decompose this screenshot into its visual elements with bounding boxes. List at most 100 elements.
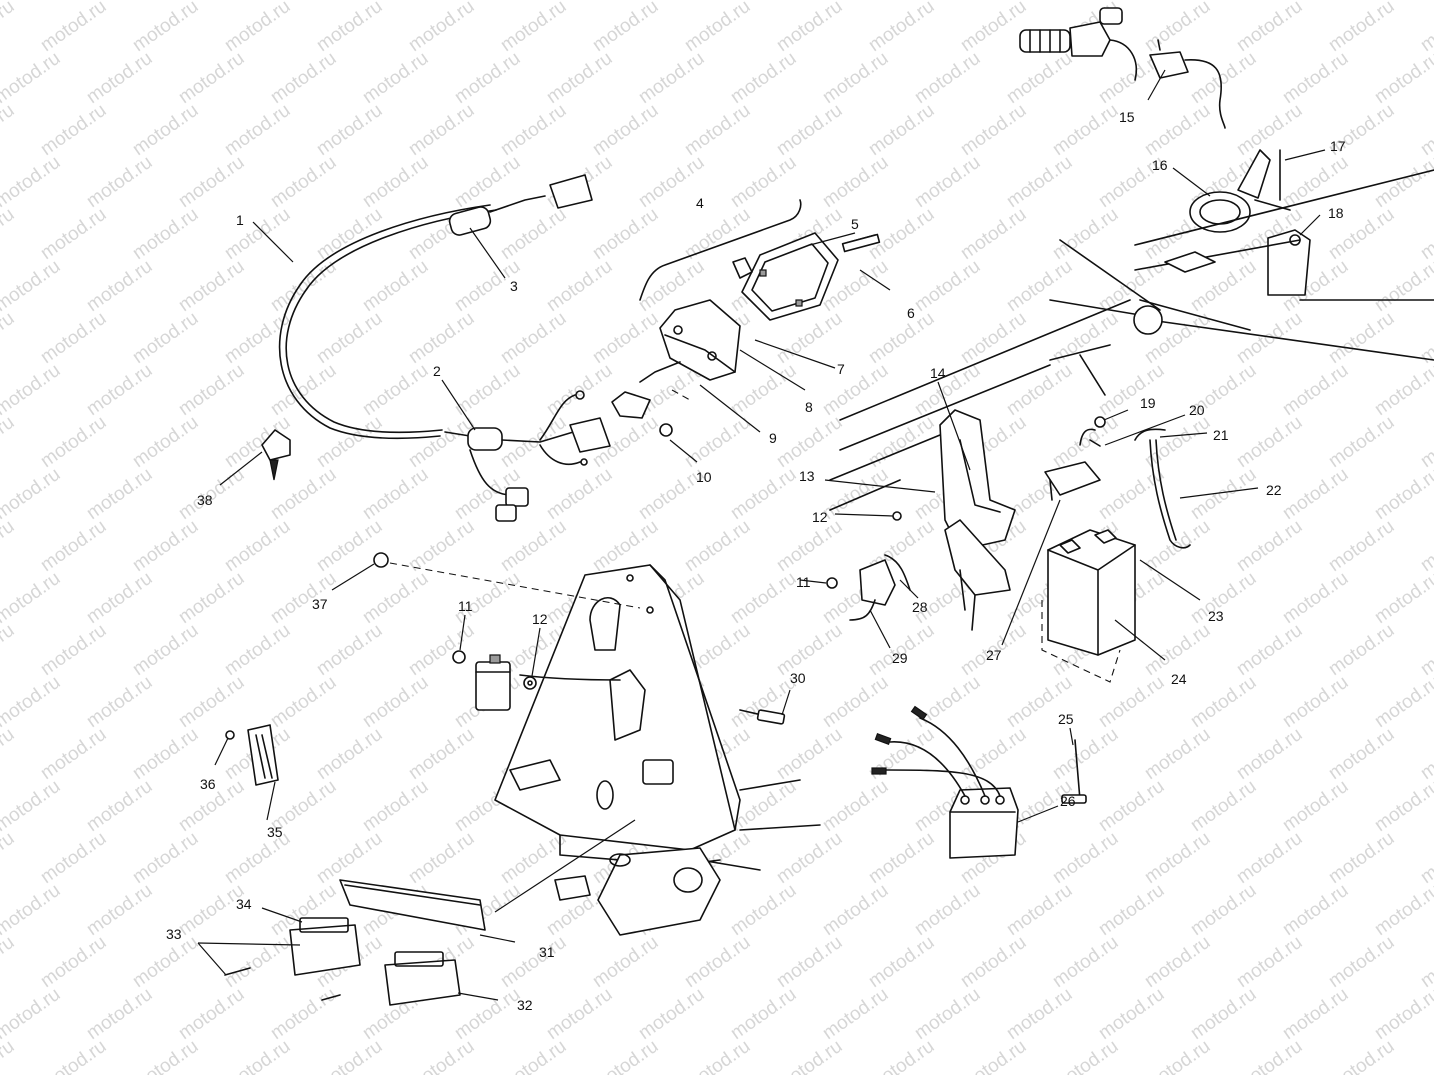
callout-9: 9: [769, 430, 777, 446]
callout-19: 19: [1140, 395, 1156, 411]
leader-lines: [197, 69, 1326, 1001]
watermark-text: motod.ru: [313, 724, 386, 784]
watermark-text: motod.ru: [175, 48, 248, 108]
watermark-text: motod.ru: [1049, 1036, 1122, 1075]
watermark-text: motod.ru: [773, 1036, 846, 1075]
watermark-text: motod.ru: [957, 932, 1030, 992]
watermark-text: motod.ru: [1049, 100, 1122, 160]
watermark-text: motod.ru: [865, 0, 938, 56]
watermark-text: motod.ru: [129, 0, 202, 56]
watermark-text: motod.ru: [83, 880, 156, 940]
watermark-text: motod.ru: [865, 828, 938, 888]
watermark-text: motod.ru: [1279, 672, 1352, 732]
watermark-text: motod.ru: [865, 1036, 938, 1075]
watermark-text: motod.ru: [1141, 0, 1214, 56]
voltage-regulator: [871, 705, 1087, 859]
relay-parts: [224, 724, 461, 1006]
watermark-text: motod.ru: [267, 360, 340, 420]
watermark-text: motod.ru: [957, 308, 1030, 368]
watermark-text: motod.ru: [1233, 516, 1306, 576]
tail-light-assembly: [611, 199, 881, 437]
watermark-text: motod.ru: [267, 464, 340, 524]
watermark-text: motod.ru: [727, 152, 800, 212]
watermark-text: motod.ru: [37, 204, 110, 264]
callout-13: 13: [799, 468, 815, 484]
watermark-text: motod.ru: [0, 984, 64, 1044]
watermark-text: motod.ru: [1233, 1036, 1306, 1075]
watermark-text: motod.ru: [1371, 152, 1434, 212]
watermark-text: motod.ru: [1049, 932, 1122, 992]
watermark-text: motod.ru: [1233, 412, 1306, 472]
watermark-text: motod.ru: [819, 152, 892, 212]
watermark-text: motod.ru: [589, 0, 662, 56]
watermark-text: motod.ru: [1095, 672, 1168, 732]
watermark-text: motod.ru: [451, 152, 524, 212]
watermark-text: motod.ru: [773, 412, 846, 472]
watermark-text: motod.ru: [1325, 0, 1398, 56]
watermark-text: motod.ru: [129, 828, 202, 888]
watermark-text: motod.ru: [1279, 568, 1352, 628]
watermark-text: motod.ru: [1233, 620, 1306, 680]
watermark-text: motod.ru: [1279, 464, 1352, 524]
watermark-text: motod.ru: [543, 984, 616, 1044]
watermark-text: motod.ru: [83, 672, 156, 732]
watermark-text: motod.ru: [1279, 152, 1352, 212]
watermark-text: motod.ru: [1049, 724, 1122, 784]
watermark-text: motod.ru: [1417, 204, 1434, 264]
watermark-text: motod.ru: [313, 1036, 386, 1075]
callout-labels: 1 2 3 4 5 6 7 8 9 10 11 11 12 12 13 14 1…: [166, 109, 1346, 1013]
watermark-text: motod.ru: [1279, 984, 1352, 1044]
watermark-text: motod.ru: [497, 100, 570, 160]
watermark-text: motod.ru: [497, 516, 570, 576]
watermark-text: motod.ru: [1187, 672, 1260, 732]
callout-23: 23: [1208, 608, 1224, 624]
watermark-text: motod.ru: [0, 516, 18, 576]
watermark-text: motod.ru: [1279, 776, 1352, 836]
watermark-text: motod.ru: [37, 932, 110, 992]
callout-5: 5: [851, 216, 859, 232]
watermark-text: motod.ru: [589, 100, 662, 160]
watermark-text: motod.ru: [681, 932, 754, 992]
watermark-text: motod.ru: [681, 0, 754, 56]
watermark-text: motod.ru: [175, 984, 248, 1044]
callout-37: 37: [312, 596, 328, 612]
watermark-text: motod.ru: [405, 100, 478, 160]
horn-assembly: [1189, 149, 1311, 296]
watermark-text: motod.ru: [865, 308, 938, 368]
watermark-text: motod.ru: [681, 412, 754, 472]
watermark-text: motod.ru: [83, 256, 156, 316]
callout-18: 18: [1328, 205, 1344, 221]
watermark-text: motod.ru: [0, 152, 64, 212]
watermark-text: motod.ru: [1325, 724, 1398, 784]
watermark-text: motod.ru: [313, 308, 386, 368]
watermark-text: motod.ru: [0, 256, 64, 316]
handlebar-switch: [1019, 7, 1226, 129]
watermark-text: motod.ru: [1371, 464, 1434, 524]
watermark-text: motod.ru: [819, 360, 892, 420]
watermark-text: motod.ru: [865, 724, 938, 784]
watermark-text: motod.ru: [1141, 100, 1214, 160]
watermark-text: motod.ru: [1187, 776, 1260, 836]
watermark-text: motod.ru: [83, 464, 156, 524]
watermark-text: motod.ru: [1233, 0, 1306, 56]
watermark-text: motod.ru: [1141, 1036, 1214, 1075]
callout-32: 32: [517, 997, 533, 1013]
watermark-text: motod.ru: [37, 100, 110, 160]
watermark-text: motod.ru: [1417, 516, 1434, 576]
callout-34: 34: [236, 896, 252, 912]
watermark-text: motod.ru: [1141, 724, 1214, 784]
callout-38: 38: [197, 492, 213, 508]
watermark-text: motod.ru: [911, 256, 984, 316]
watermark-text: motod.ru: [635, 984, 708, 1044]
watermark-text: motod.ru: [37, 1036, 110, 1075]
watermark-text: motod.ru: [267, 256, 340, 316]
watermark-text: motod.ru: [451, 48, 524, 108]
watermark-text: motod.ru: [911, 984, 984, 1044]
callout-15: 15: [1119, 109, 1135, 125]
watermark-text: motod.ru: [267, 48, 340, 108]
watermark-text: motod.ru: [773, 724, 846, 784]
watermark-text: motod.ru: [1003, 48, 1076, 108]
watermark-text: motod.ru: [0, 932, 18, 992]
watermark-text: motod.ru: [451, 984, 524, 1044]
